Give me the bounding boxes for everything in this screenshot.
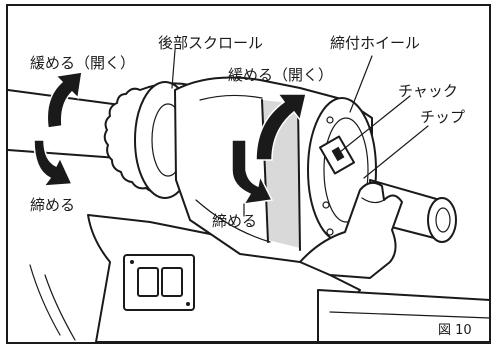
label-tip: チップ (420, 108, 465, 126)
leader-lines (171, 49, 429, 217)
label-loosen-left: 緩める（開く） (30, 54, 135, 72)
arrow-tighten-left (33, 139, 74, 187)
hand (299, 181, 403, 279)
label-tighten-left: 締める (30, 196, 75, 214)
label-loosen-center: 緩める（開く） (228, 66, 333, 84)
arrow-tighten-center (231, 139, 274, 205)
arrow-loosen-center (255, 93, 307, 161)
bed (317, 289, 491, 343)
label-tighten-wheel: 締付ホイール (330, 34, 420, 52)
label-chuck: チャック (398, 82, 458, 100)
label-rear-scroll: 後部スクロール (158, 34, 263, 52)
figure-number: 図 10 (438, 323, 472, 338)
arrow-loosen-left (46, 71, 83, 129)
label-tighten-center: 締める (212, 212, 257, 230)
switch-panel (123, 254, 195, 311)
